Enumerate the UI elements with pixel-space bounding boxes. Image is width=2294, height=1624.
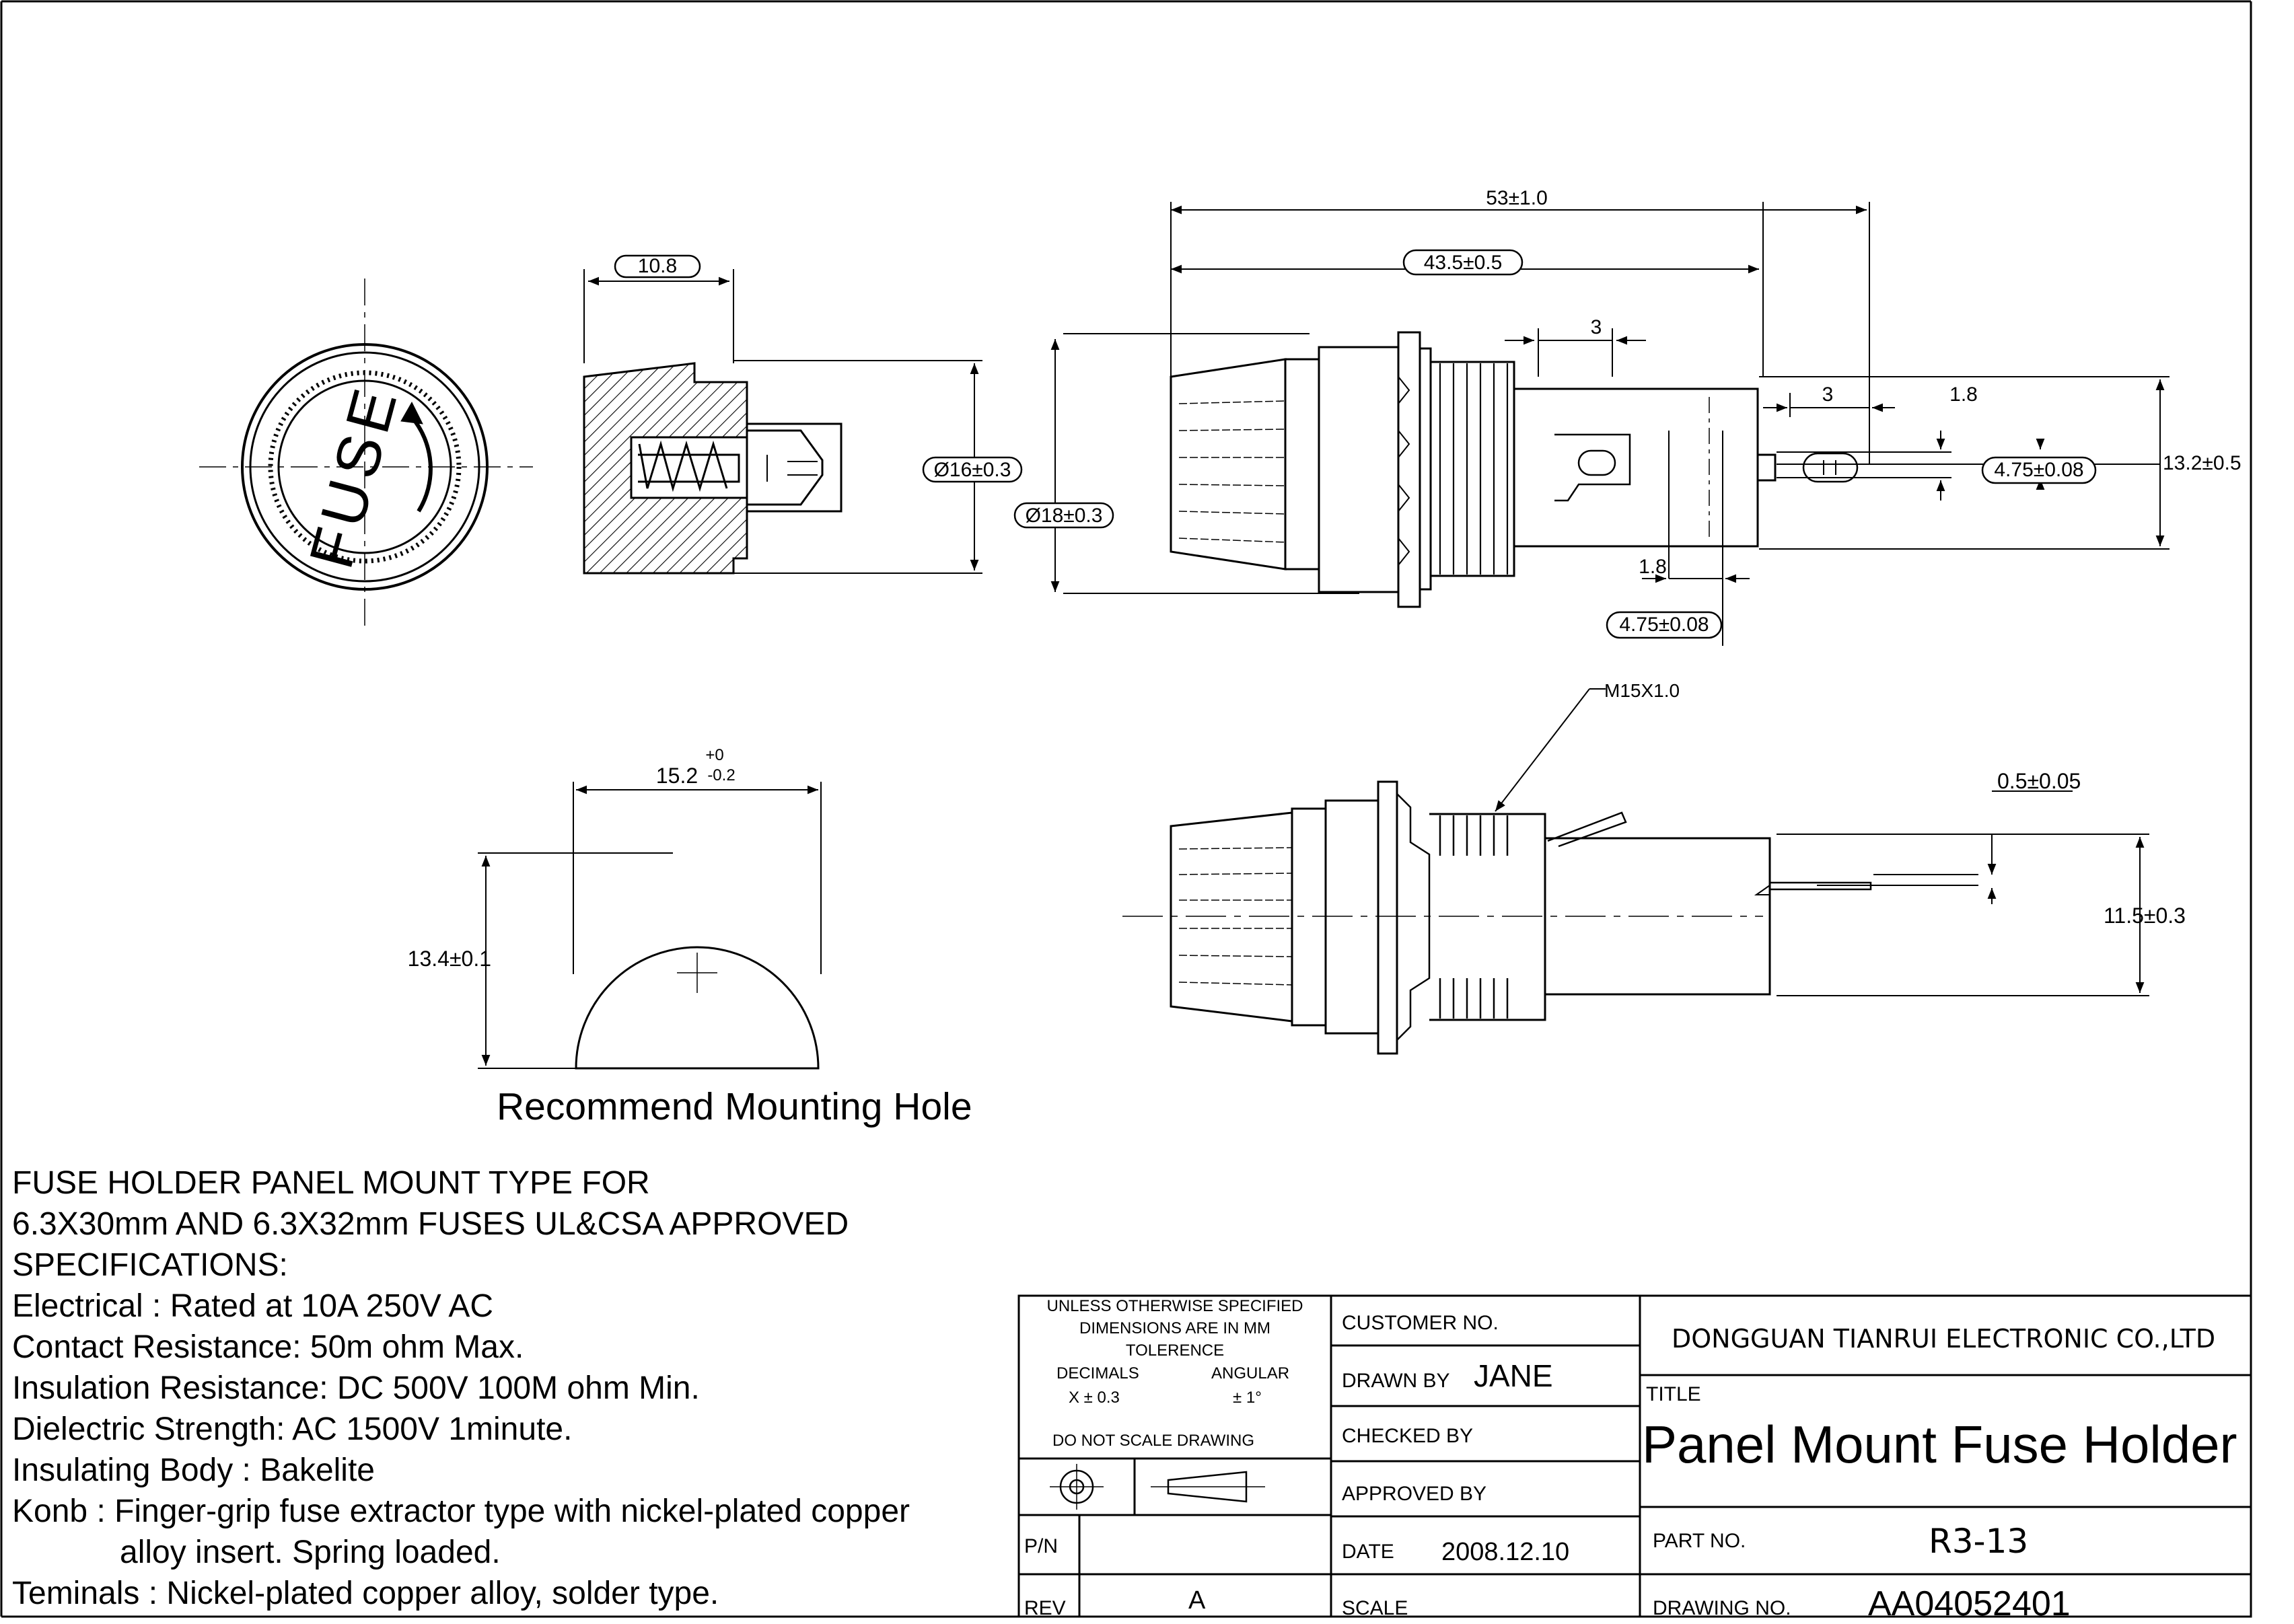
title-block-grid <box>1017 1294 2252 1618</box>
dim-1-8a-label: 1.8 <box>1949 383 1978 406</box>
spec-line: Teminals : Nickel-plated copper alloy, s… <box>12 1576 719 1611</box>
spec-line: alloy insert. Spring loaded. <box>120 1535 501 1570</box>
dim-4-75b: 4.75±0.08 <box>1606 611 1723 639</box>
dim-d18-label: Ø18±0.3 <box>1026 505 1103 527</box>
dim-d16-label: Ø16±0.3 <box>934 459 1011 481</box>
dim-13-2-label: 13.2±0.5 <box>2163 452 2242 474</box>
assembly-view <box>1063 202 2170 646</box>
dim-10-8: 10.8 <box>614 254 701 279</box>
spec-line: 6.3X30mm AND 6.3X32mm FUSES UL&CSA APPRO… <box>12 1206 849 1242</box>
part-value: R3-13 <box>1929 1522 2029 1561</box>
thread-label: M15X1.0 <box>1604 680 1680 701</box>
scale-label: SCALE <box>1342 1597 1408 1619</box>
dim-4-75a-label: 4.75±0.08 <box>1994 459 2083 481</box>
title-label: TITLE <box>1646 1383 1701 1405</box>
dim-0-5-label: 0.5±0.05 <box>1997 769 2081 793</box>
angular-label: ANGULAR <box>1211 1364 1290 1382</box>
spec-line: Electrical : Rated at 10A 250V AC <box>12 1288 494 1324</box>
checked-label: CHECKED BY <box>1342 1425 1474 1447</box>
section-view <box>583 269 1060 592</box>
mounting-hole-caption: Recommend Mounting Hole <box>497 1085 972 1128</box>
decimals-value: X ± 0.3 <box>1069 1389 1120 1407</box>
dim-11-5-label: 11.5±0.3 <box>2104 903 2186 928</box>
dim-43-5: 43.5±0.5 <box>1402 249 1524 276</box>
specifications-block: FUSE HOLDER PANEL MOUNT TYPE FOR 6.3X30m… <box>12 1162 910 1614</box>
spec-line: Insulating Body : Bakelite <box>12 1452 375 1488</box>
dim-53-label: 53±1.0 <box>1486 187 1548 209</box>
spec-line: Dielectric Strength: AC 1500V 1minute. <box>12 1411 573 1447</box>
spec-line: Konb : Finger-grip fuse extractor type w… <box>12 1493 910 1529</box>
dim-d18: Ø18±0.3 <box>1013 502 1114 529</box>
dim-13-4-label: 13.4±0.1 <box>408 947 491 971</box>
drawn-value: JANE <box>1474 1358 1553 1393</box>
pn-label: P/N <box>1024 1535 1059 1557</box>
dim-3a-label: 3 <box>1591 316 1602 338</box>
drawing-title: Panel Mount Fuse Holder <box>1642 1415 2237 1474</box>
mounting-hole <box>478 782 822 1070</box>
dim-10-8-label: 10.8 <box>638 255 677 277</box>
customer-label: CUSTOMER NO. <box>1342 1312 1499 1334</box>
part-label: PART NO. <box>1653 1530 1746 1552</box>
tolerence-label: TOLERENCE <box>1125 1341 1225 1360</box>
projection-symbol <box>1050 1464 1265 1510</box>
tol-minus-label: -0.2 <box>707 766 735 784</box>
dim-43-5-label: 43.5±0.5 <box>1424 252 1503 274</box>
rev-value: A <box>1188 1586 1206 1615</box>
dim-3b-label: 3 <box>1822 383 1834 406</box>
date-value: 2008.12.10 <box>1441 1538 1570 1566</box>
spec-line: SPECIFICATIONS: <box>12 1247 288 1283</box>
approved-label: APPROVED BY <box>1342 1483 1487 1505</box>
unless-note-2: DIMENSIONS ARE IN MM <box>1079 1319 1271 1337</box>
spec-line: FUSE HOLDER PANEL MOUNT TYPE FOR <box>12 1165 650 1201</box>
cap-label: FUSE <box>297 377 411 575</box>
no-scale-note: DO NOT SCALE DRAWING <box>1052 1432 1255 1450</box>
tol-plus-label: +0 <box>705 746 723 764</box>
decimals-label: DECIMALS <box>1056 1364 1139 1382</box>
unless-note-1: UNLESS OTHERWISE SPECIFIED <box>1046 1297 1303 1315</box>
date-label: DATE <box>1342 1541 1394 1563</box>
dim-d16: Ø16±0.3 <box>922 456 1023 483</box>
dim-1-8b-label: 1.8 <box>1639 556 1667 578</box>
dim-15-2-label: 15.2 <box>656 764 698 788</box>
spec-line: Contact Resistance: 50m ohm Max. <box>12 1329 524 1365</box>
drawing-no-label: DRAWING NO. <box>1653 1597 1791 1619</box>
rev-label: REV <box>1024 1597 1066 1619</box>
spec-line: Insulation Resistance: DC 500V 100M ohm … <box>12 1370 700 1406</box>
side-view <box>1122 688 2149 1055</box>
drawn-label: DRAWN BY <box>1342 1370 1450 1392</box>
dim-4-75b-label: 4.75±0.08 <box>1619 614 1709 636</box>
company-name: DONGGUAN TIANRUI ELECTRONIC CO.,LTD <box>1672 1324 2216 1354</box>
drawing-no-value: AA04052401 <box>1868 1584 2071 1623</box>
front-view: FUSE <box>199 279 533 626</box>
angular-value: ± 1° <box>1233 1389 1262 1407</box>
dim-4-75a: 4.75±0.08 <box>1981 456 2097 484</box>
